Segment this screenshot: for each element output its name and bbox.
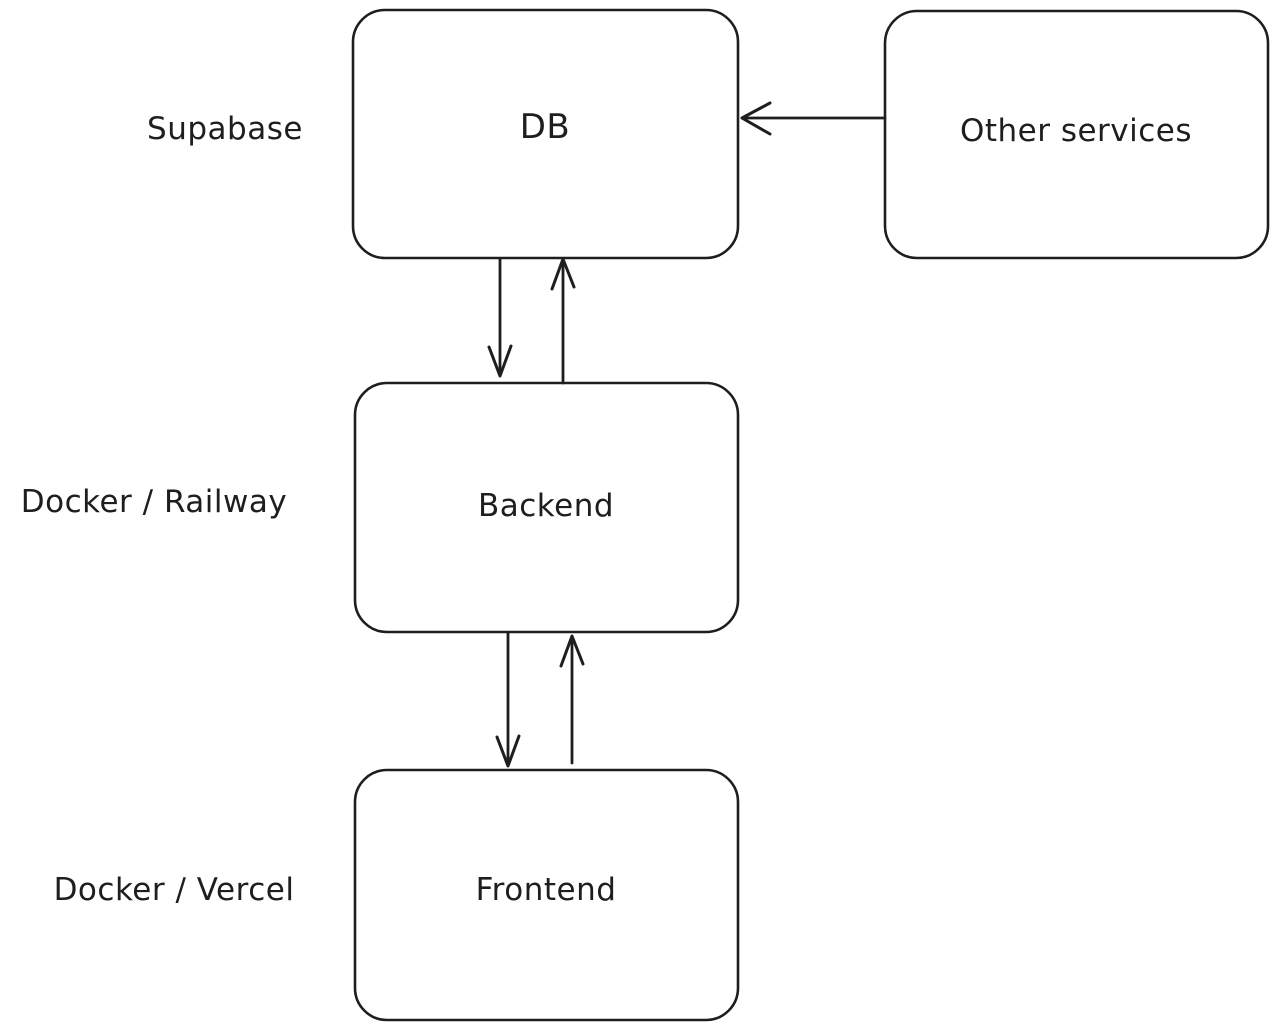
edge-backend-to-frontend[interactable]: [495, 631, 521, 768]
arrowhead-left-icon: [740, 101, 772, 136]
arrowhead-up-icon: [550, 257, 576, 291]
node-db[interactable]: DB: [351, 8, 740, 260]
arrowhead-down-icon: [487, 344, 513, 378]
node-db-label: DB: [520, 107, 571, 147]
label-docker-railway[interactable]: Docker / Railway: [21, 484, 287, 520]
label-docker-vercel[interactable]: Docker / Vercel: [54, 872, 295, 908]
edge-db-to-backend[interactable]: [487, 257, 513, 378]
node-other-services-box[interactable]: [883, 9, 1270, 260]
node-frontend[interactable]: Frontend: [353, 768, 740, 1022]
arrowhead-down-icon: [495, 734, 521, 768]
node-other-services[interactable]: Other services: [883, 9, 1270, 260]
node-backend-label: Backend: [478, 488, 614, 524]
node-db-box[interactable]: [351, 8, 740, 260]
edge-other-services-to-db[interactable]: [740, 101, 887, 136]
node-backend-box[interactable]: [353, 381, 740, 634]
arrowhead-up-icon: [559, 634, 585, 668]
node-frontend-box[interactable]: [353, 768, 740, 1022]
node-frontend-label: Frontend: [476, 872, 617, 908]
edge-frontend-to-backend[interactable]: [559, 634, 585, 765]
node-backend[interactable]: Backend: [353, 381, 740, 634]
edge-backend-to-db[interactable]: [550, 257, 576, 385]
label-supabase[interactable]: Supabase: [147, 111, 303, 147]
node-other-services-label: Other services: [960, 113, 1192, 149]
